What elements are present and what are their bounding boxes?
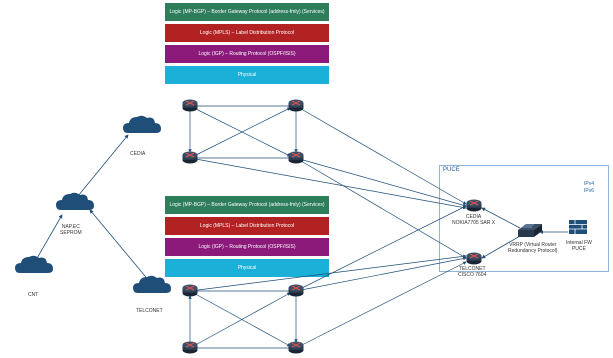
vrrp-switch-icon — [518, 224, 542, 237]
router-icon — [181, 283, 199, 298]
router-icon — [287, 340, 305, 355]
top-bgp-layer: Logic (MP-BGP) – Border Gateway Protocol… — [165, 3, 329, 21]
link-telconet-nap — [89, 209, 151, 283]
router-icon — [287, 150, 305, 165]
router-icon — [181, 340, 199, 355]
nap-cloud-label: NAP.EC SEPROM — [60, 224, 82, 236]
link-cnt-nap — [35, 214, 63, 261]
ipv4-label: IPv4 — [584, 181, 595, 187]
cnt-cloud-icon — [15, 255, 53, 273]
firewall-icon — [569, 220, 587, 234]
router-icon — [287, 283, 305, 298]
router-icon — [181, 98, 199, 113]
router-icon — [181, 150, 199, 165]
cedia-cloud-icon — [123, 115, 161, 133]
bottom-igp-layer: Logic (IGP) – Routing Protocol (OSPF/ISI… — [165, 238, 329, 256]
router-icon — [287, 98, 305, 113]
cedia-cloud-label: CEDIA — [130, 151, 146, 157]
top-igp-layer: Logic (IGP) – Routing Protocol (OSPF/ISI… — [165, 45, 329, 63]
telconet-edge-router-label: TELCONET CISCO 7604 — [458, 266, 487, 278]
bottom-bgp-layer: Logic (MP-BGP) – Border Gateway Protocol… — [165, 196, 329, 214]
bottom-mesh — [188, 289, 298, 350]
link-nap-cedia — [77, 134, 129, 197]
bottom-mpls-layer: Logic (MPLS) – Label Distribution Protoc… — [165, 217, 329, 235]
ipv6-label: IPv6 — [584, 188, 595, 194]
cloud-links — [35, 134, 151, 283]
top-mesh — [188, 104, 298, 160]
edge-links — [189, 105, 467, 349]
puce-container — [439, 165, 609, 272]
puce-title: PUCE — [443, 167, 460, 173]
cedia-edge-router-icon — [465, 198, 483, 213]
telconet-cloud-label: TELCONET — [136, 308, 163, 314]
bottom-physical-layer: Physical — [165, 259, 329, 277]
top-physical-layer: Physical — [165, 66, 329, 84]
vrrp-label: VRRP (Virtual Router Redundancy Protocol… — [508, 242, 558, 254]
telconet-edge-router-icon — [465, 251, 483, 266]
internal-fw-label: Internal FW PUCE — [566, 240, 592, 252]
cedia-edge-router-label: CEDIA NOKIA7705 SAR X — [452, 214, 496, 226]
top-mpls-layer: Logic (MPLS) – Label Distribution Protoc… — [165, 24, 329, 42]
telconet-cloud-icon — [133, 275, 171, 293]
cnt-cloud-label: CNT — [28, 292, 39, 298]
nap-cloud-icon — [56, 192, 94, 210]
puce-internal-links — [481, 207, 568, 259]
